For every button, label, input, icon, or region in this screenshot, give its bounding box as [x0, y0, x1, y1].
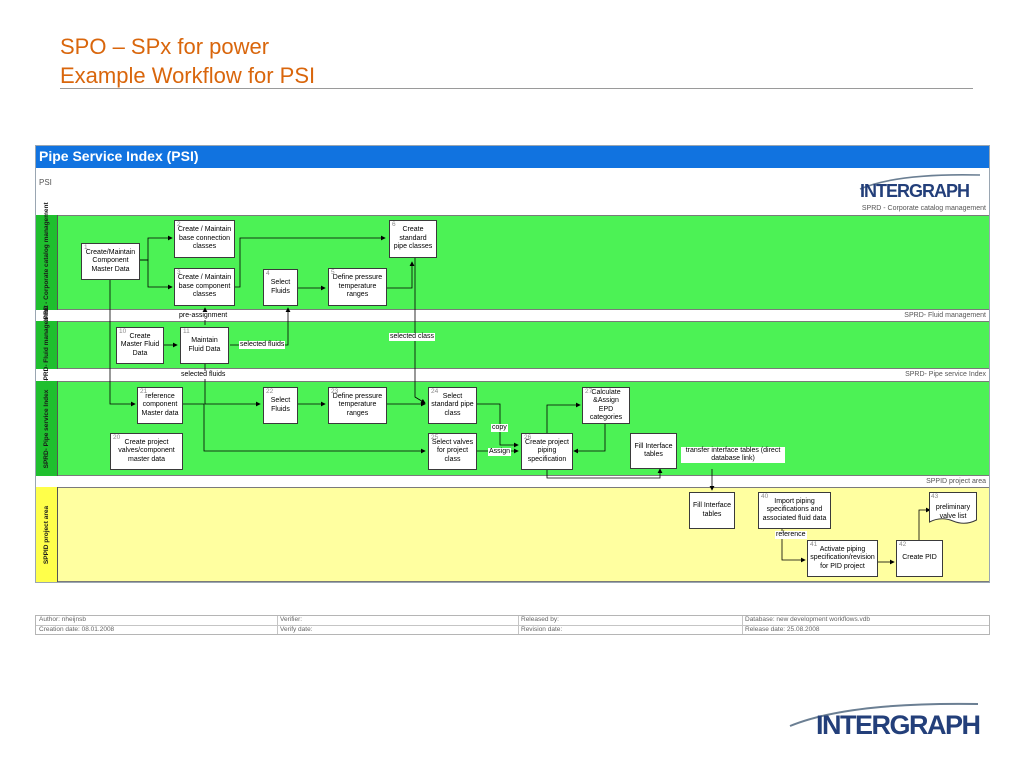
footer-author: Author: nheijnsb — [39, 616, 86, 623]
lane-tab-corporate: SPRD - Corporate catalog management — [36, 202, 58, 323]
label-reference: reference — [775, 531, 807, 539]
title-divider — [60, 88, 973, 89]
fill-interface-tables-sppid-box: Fill Interface tables — [689, 492, 735, 529]
footer-verify-date: Verify date: — [280, 626, 313, 633]
label-selected-fluids-b: selected fluids — [180, 371, 227, 379]
lane-caption-fluid: SPRD- Fluid management — [904, 312, 986, 319]
fill-interface-tables-psi-box: Fill Interface tables — [630, 433, 677, 469]
label-assign: Assign — [488, 448, 512, 456]
lane-caption-sppid: SPPID project area — [926, 478, 986, 485]
footer-table: Author: nheijnsb Creation date: 08.01.20… — [35, 615, 990, 635]
lane-tab-psi: SPRD- Pipe service Index — [36, 381, 58, 476]
footer-verifier: Verifier: — [280, 616, 303, 623]
lane-tab-fluid: SPRD- Fluid management — [36, 305, 58, 385]
label-selected-fluids-a: selected fluids — [239, 341, 286, 349]
footer-creation-date: Creation date: 08.01.2008 — [39, 626, 115, 633]
svg-text:INTERGRAPH: INTERGRAPH — [860, 181, 969, 199]
label-transfer-interface-tables: transfer interface tables (direct databa… — [681, 447, 785, 463]
label-copy: copy — [491, 424, 508, 432]
diagram-header: Pipe Service Index (PSI) — [36, 146, 989, 168]
footer-released-by: Released by: — [521, 616, 559, 623]
diagram-subheader: PSI — [39, 178, 52, 187]
footer-revision-date: Revision date: — [521, 626, 563, 633]
step-43-document: 43 preliminary valve list — [929, 492, 977, 527]
lane-caption-corporate: SPRD - Corporate catalog management — [861, 205, 986, 212]
label-selected-class: selected class — [389, 333, 435, 341]
intergraph-logo: INTERGRAPH — [858, 173, 988, 204]
lane-caption-psi: SPRD- Pipe service Index — [905, 371, 986, 378]
label-pre-assignment: pre-assignment — [178, 312, 229, 320]
slide-title: SPO – SPx for power — [60, 34, 270, 59]
footer-release-date: Release date: 25.08.2008 — [745, 626, 820, 633]
slide-subtitle: Example Workflow for PSI — [60, 63, 316, 88]
lane-pipe-service-index — [36, 381, 989, 476]
lane-corporate-catalog — [36, 215, 989, 310]
footer-database: Database: new development workflows.vdb — [745, 616, 871, 623]
lane-tab-sppid: SPPID project area — [36, 487, 58, 582]
intergraph-logo-large: INTERGRAPH — [788, 700, 983, 745]
svg-text:INTERGRAPH: INTERGRAPH — [816, 710, 980, 740]
